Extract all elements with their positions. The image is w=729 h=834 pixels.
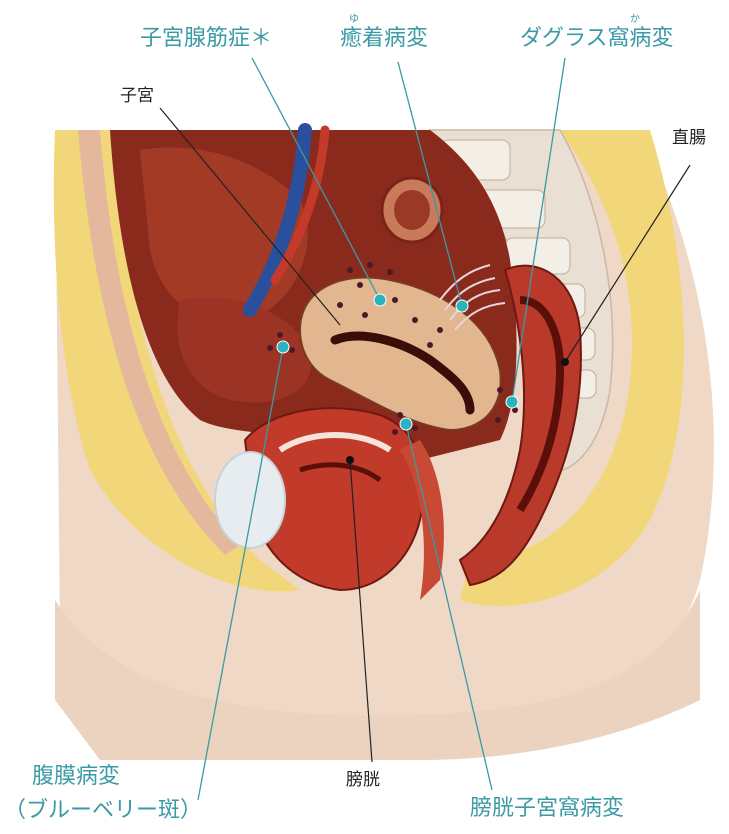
marker-bladder bbox=[346, 456, 354, 464]
label-rectum: 直腸 bbox=[672, 130, 706, 147]
marker-vesicouterine bbox=[400, 418, 412, 430]
marker-rectum bbox=[561, 358, 569, 366]
marker-adhesion bbox=[456, 300, 468, 312]
label-bladder: 膀胱 bbox=[346, 772, 380, 789]
label-adhesion-lesion: 癒着病変 bbox=[340, 28, 428, 50]
pubic-bone bbox=[215, 452, 285, 548]
label-douglas-lesion: ダグラス窩病変 bbox=[520, 28, 674, 50]
marker-adenomyosis bbox=[374, 294, 386, 306]
marker-douglas bbox=[506, 396, 518, 408]
label-peritoneal-lesion: 腹膜病変 bbox=[32, 766, 120, 788]
marker-peritoneal bbox=[277, 341, 289, 353]
label-vesicouterine-lesion: 膀胱子宮窩病変 bbox=[470, 798, 624, 820]
label-uterus: 子宮 bbox=[120, 88, 154, 105]
label-adenomyosis: 子宮腺筋症＊ bbox=[140, 28, 272, 50]
label-blueberry-spot: （ブルーベリー斑） bbox=[4, 800, 202, 822]
ruby-ka: か bbox=[630, 10, 640, 25]
ruby-yu: ゆ bbox=[349, 10, 359, 25]
